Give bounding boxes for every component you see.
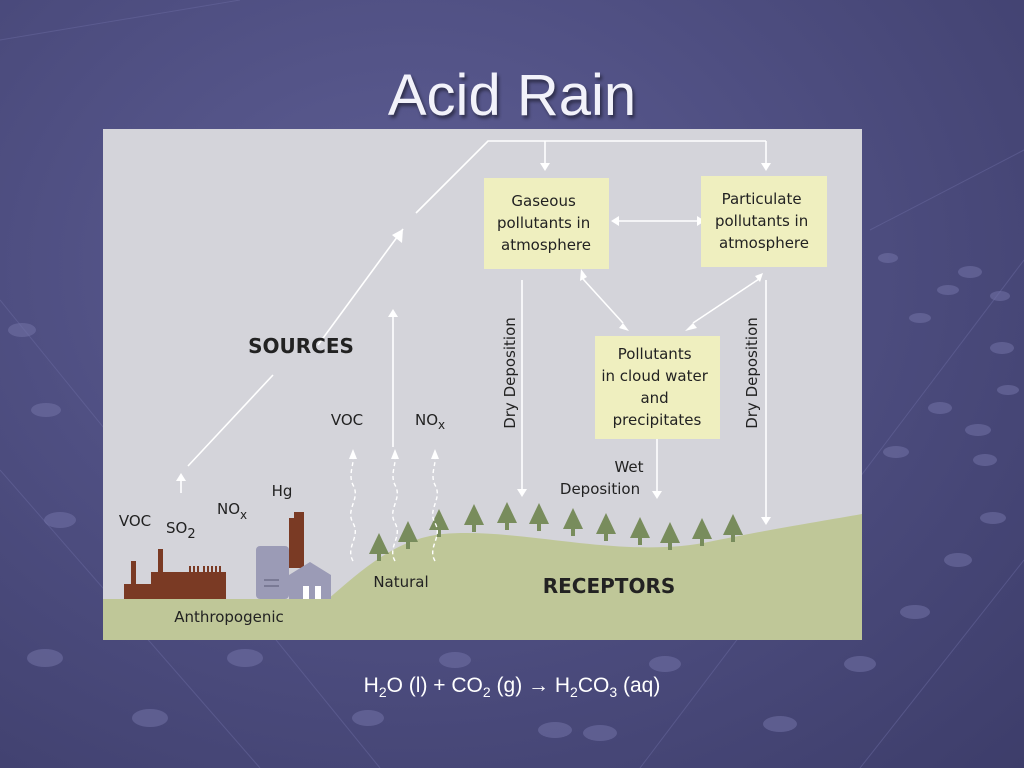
cloud-water-box [595,336,720,439]
sources-label: SOURCES [248,334,354,358]
factory [124,549,226,599]
natural-label: Natural [373,573,428,591]
wet-deposition-label-1: Wet [614,458,643,476]
hg-label: Hg [272,482,293,500]
dry-deposition-left-label: Dry Deposition [501,317,519,429]
nox-anthro-label: NOx [217,500,247,522]
nox-natural-label: NOx [415,411,445,432]
power-plant [256,512,331,599]
flow-arrows [180,140,767,519]
so2-label: SO2 [166,519,196,542]
arrow-heads [176,163,771,525]
natural-emissions [350,456,438,562]
dry-deposition-right-label: Dry Deposition [743,317,761,429]
anthropogenic-label: Anthropogenic [174,608,284,626]
gaseous-box [484,178,609,269]
gaseous-box-label: Gaseous pollutants in atmosphere [497,192,595,254]
slide-title: Acid Rain [387,63,637,128]
voc-anthro-label: VOC [119,512,151,530]
wet-deposition-label-2: Deposition [560,480,640,498]
ground-hills [103,514,862,640]
receptors-label: RECEPTORS [543,574,676,598]
trees [369,502,743,561]
particulate-box-label: Particulate pollutants in atmosphere [715,190,813,252]
acid-rain-diagram: Gaseous pollutants in atmosphere Particu… [103,129,862,640]
chemical-equation: H2O (l) + CO2 (g) → H2CO3 (aq) [363,674,661,701]
particulate-box [701,176,827,267]
cloud-water-box-label: Pollutants in cloud water and precipitat… [601,345,712,429]
voc-natural-label: VOC [331,411,363,429]
